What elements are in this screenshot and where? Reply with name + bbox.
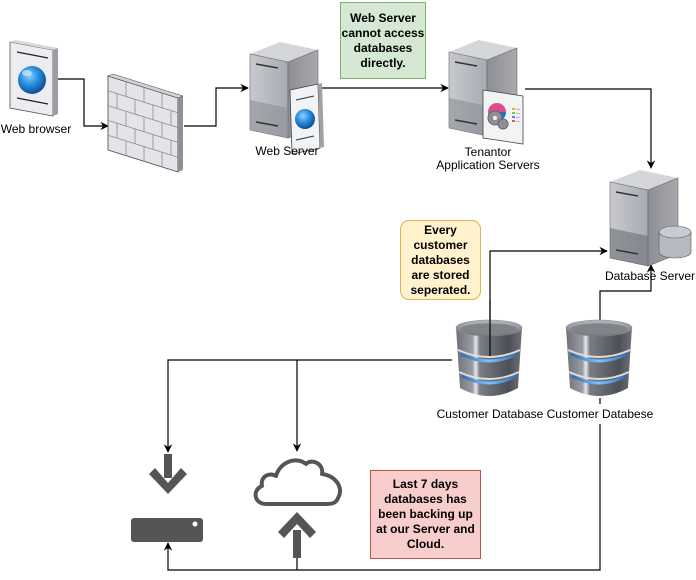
backup-download-server-icon[interactable] [131,454,203,542]
up-arrow-icon [278,512,316,558]
web-page-overlay-icon [289,83,324,155]
edge-customerdb2-to-dbserver [599,264,656,320]
note-databases-separated: Every customer databases are stored sepe… [400,220,481,300]
web-browser-label: Web browser [0,122,72,136]
note-web-server-no-db-access: Web Server cannot access databases direc… [340,2,426,79]
customer-database-1-label: Customer Database [436,407,544,421]
app-servers-label-line1: Tenantor [464,145,512,159]
database-server-icon[interactable] [609,170,692,267]
edge-firewall-to-webserver [184,83,249,127]
customer-database-2-icon[interactable] [565,319,633,396]
firewall-icon [107,73,184,173]
edge-appservers-to-dbserver [525,88,656,169]
web-server-label: Web Server [255,144,319,158]
web-browser-icon[interactable] [9,40,58,117]
app-servers-label-line2: Application Servers [436,158,540,172]
hard-drive-icon [131,518,203,542]
disk-cylinder-icon [658,225,692,259]
cloud-outline-icon [253,458,342,506]
down-arrow-icon [149,454,187,494]
application-server-icon[interactable] [448,40,524,145]
note-backup-policy: Last 7 days databases has been backing u… [370,470,481,559]
edges [57,78,656,571]
cloud-upload-icon[interactable] [253,458,342,558]
edge-customerdb2-to-backup [163,424,601,571]
database-server-label: Database Server [604,269,696,283]
customer-database-2-label: Customer Databese [543,407,657,421]
customer-database-1-icon[interactable] [455,319,523,396]
edge-browser-to-firewall [57,78,109,131]
edge-customerdb1-to-backup [163,359,452,453]
gears-chart-overlay-icon [482,89,524,145]
web-server-icon[interactable] [249,42,324,155]
